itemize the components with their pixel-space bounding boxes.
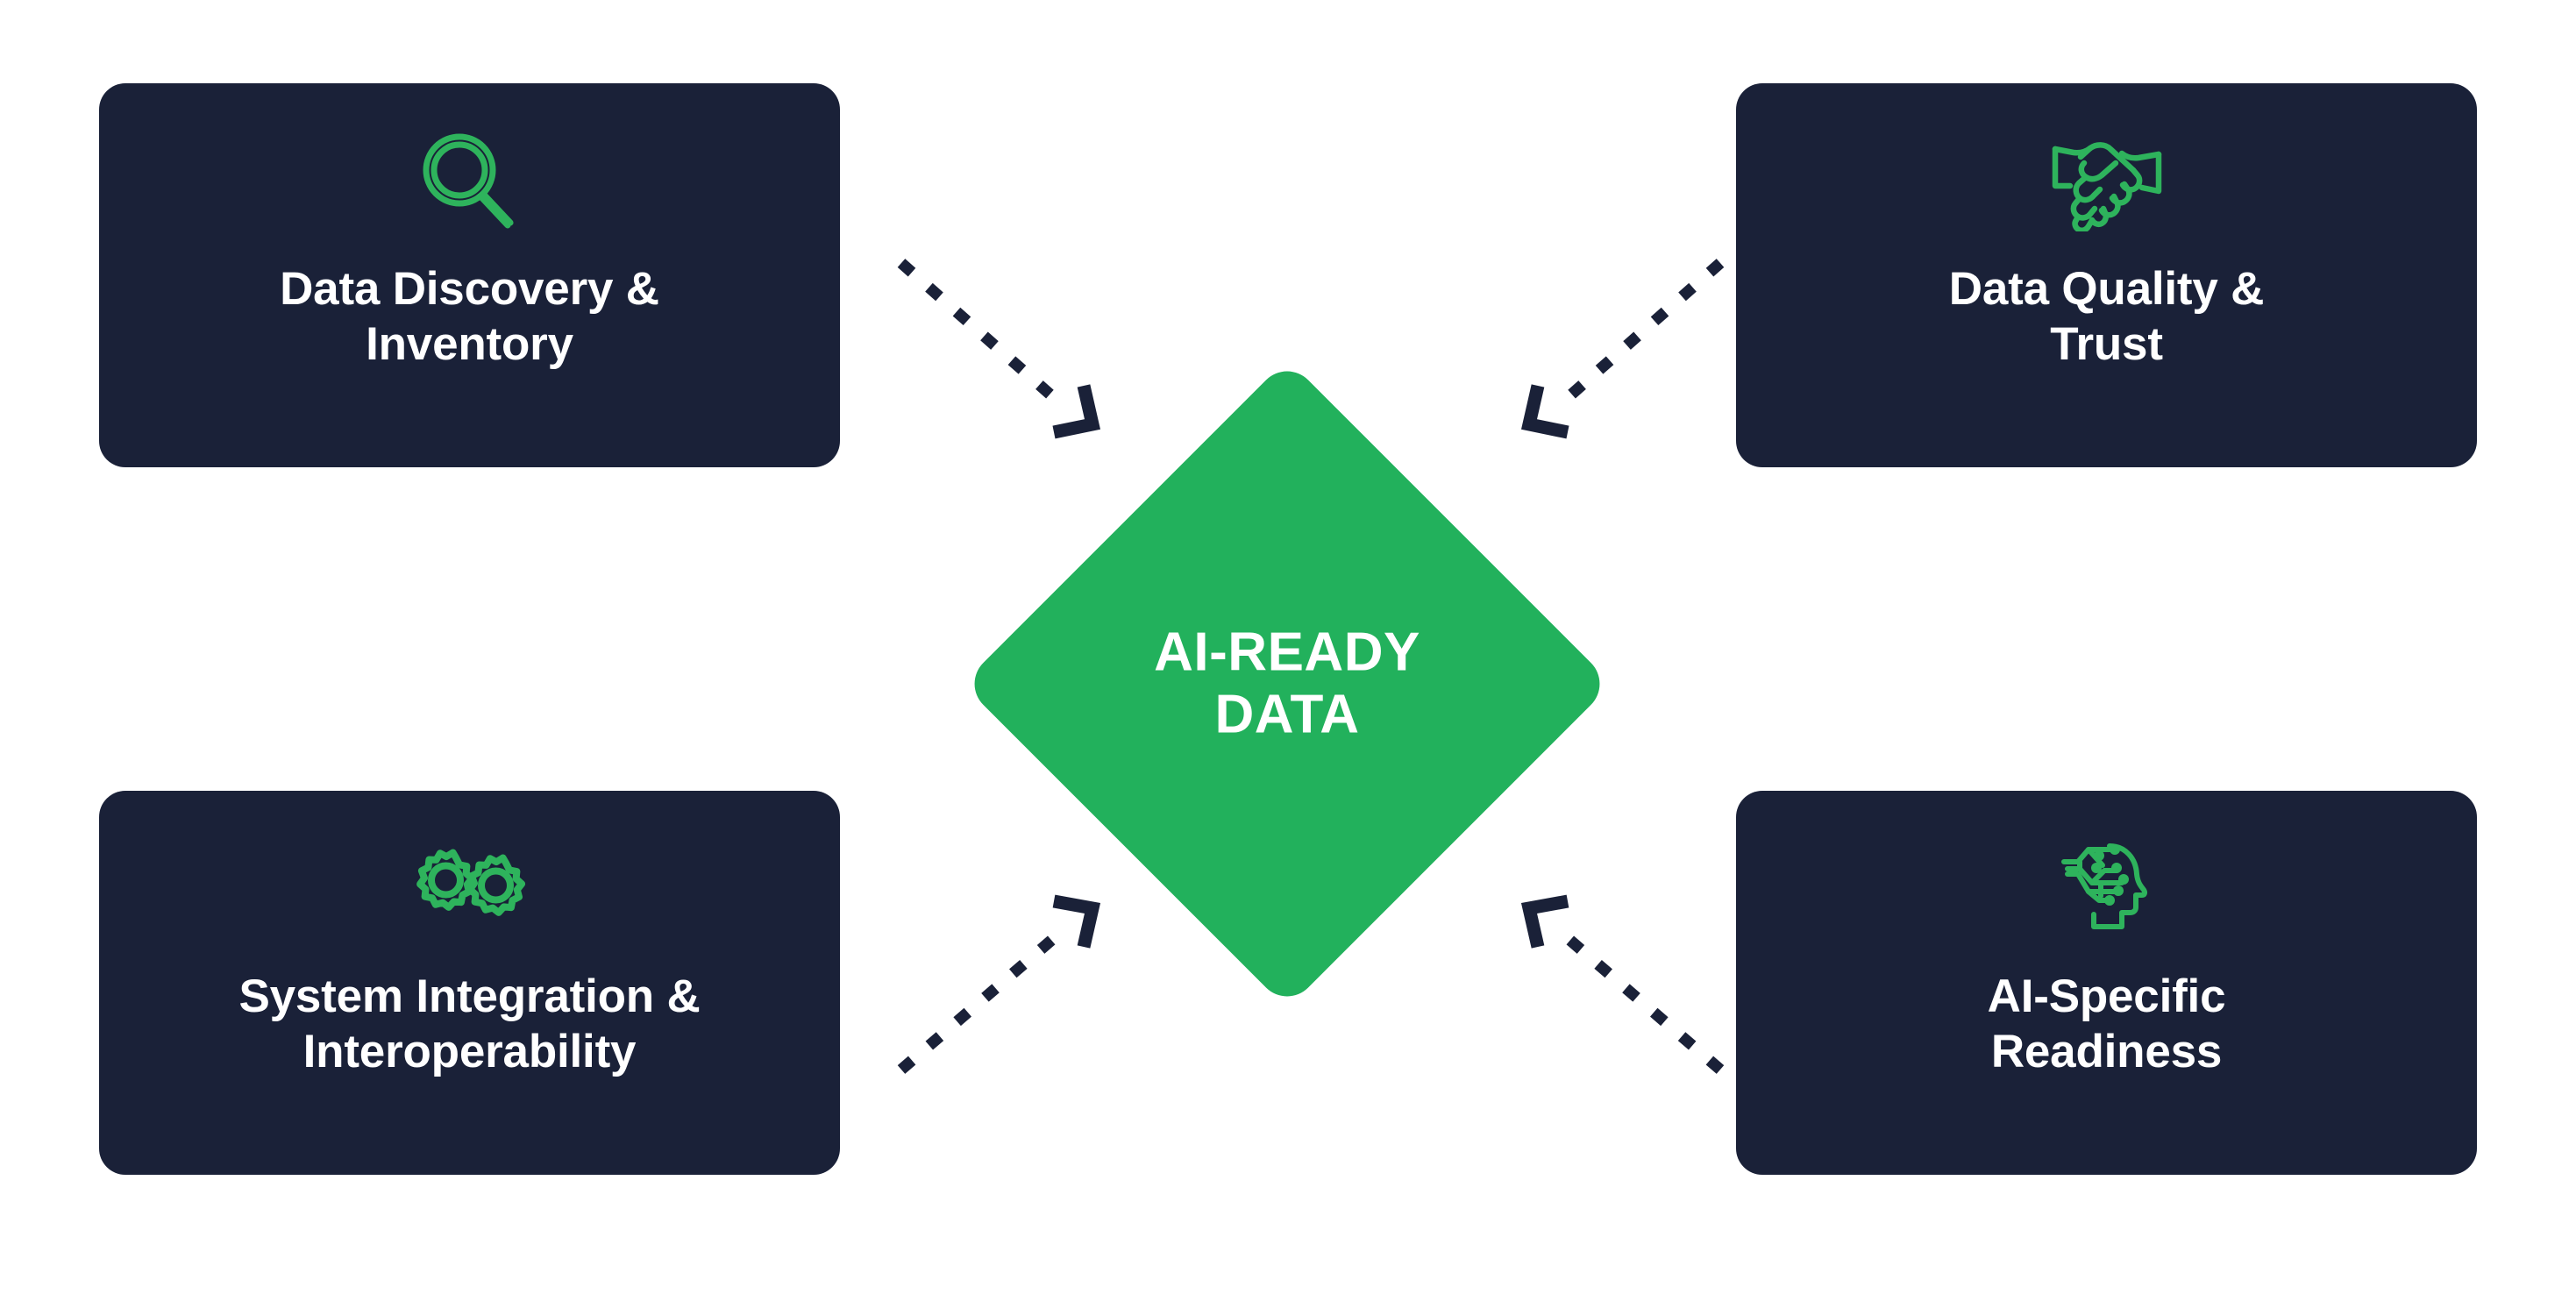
card-data-discovery-inventory[interactable]: Data Discovery & Inventory xyxy=(99,83,840,467)
arrow-bottom-right-to-center xyxy=(1520,894,1725,1074)
center-node-label: AI-READY DATA xyxy=(1154,622,1420,745)
card-data-quality-trust[interactable]: Data Quality & Trust xyxy=(1736,83,2477,467)
center-node-ai-ready-data[interactable]: AI-READY DATA xyxy=(962,359,1612,1009)
ai-brain-head-icon xyxy=(2041,833,2173,947)
card-label-system-integration-interoperability: System Integration & Interoperability xyxy=(238,970,701,1077)
card-label-data-quality-trust: Data Quality & Trust xyxy=(1948,263,2265,370)
card-ai-specific-readiness[interactable]: AI-Specific Readiness xyxy=(1736,791,2477,1175)
magnifier-icon xyxy=(404,125,536,239)
card-system-integration-interoperability[interactable]: System Integration & Interoperability xyxy=(99,791,840,1175)
gears-icon xyxy=(404,833,536,947)
handshake-icon xyxy=(2041,125,2173,239)
arrow-top-left-to-center xyxy=(897,259,1101,439)
card-label-ai-specific-readiness: AI-Specific Readiness xyxy=(1987,970,2226,1077)
card-label-data-discovery-inventory: Data Discovery & Inventory xyxy=(280,263,659,370)
arrow-bottom-left-to-center xyxy=(897,894,1101,1074)
arrow-top-right-to-center xyxy=(1520,259,1725,439)
